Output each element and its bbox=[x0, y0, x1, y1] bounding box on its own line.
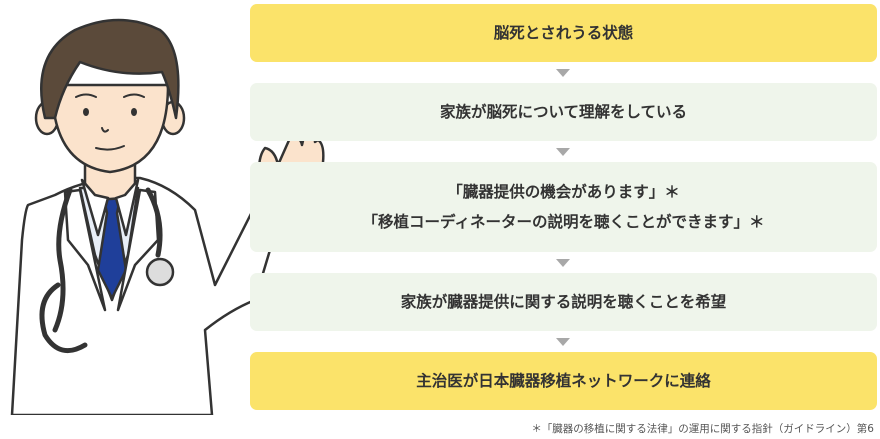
down-arrow-icon bbox=[556, 148, 570, 156]
step-4-family-requests-explanation: 家族が臓器提供に関する説明を聴くことを希望 bbox=[250, 273, 877, 331]
down-arrow-icon bbox=[556, 259, 570, 267]
step-3-notice-to-family: 「臓器提供の機会があります」＊ 「移植コーディネーターの説明を聴くことができます… bbox=[250, 162, 877, 252]
step-3-line-2: 「移植コーディネーターの説明を聴くことができます」＊ bbox=[362, 213, 765, 231]
step-5-contact-network: 主治医が日本臓器移植ネットワークに連絡 bbox=[250, 352, 877, 410]
step-1-brain-death-condition: 脳死とされうる状態 bbox=[250, 4, 877, 62]
doctor-illustration bbox=[10, 18, 325, 415]
step-4-text: 家族が臓器提供に関する説明を聴くことを希望 bbox=[400, 293, 727, 311]
down-arrow-icon bbox=[556, 338, 570, 346]
step-3-line-1: 「臓器提供の機会があります」＊ bbox=[447, 183, 680, 201]
footnote: ＊「臓器の移植に関する法律」の運用に関する指針（ガイドライン）第6 bbox=[531, 423, 874, 435]
step-2-text: 家族が脳死について理解をしている bbox=[439, 103, 688, 121]
step-1-text: 脳死とされうる状態 bbox=[493, 24, 634, 42]
step-2-family-understands: 家族が脳死について理解をしている bbox=[250, 83, 877, 141]
step-5-text: 主治医が日本臓器移植ネットワークに連絡 bbox=[416, 372, 711, 390]
down-arrow-icon bbox=[556, 69, 570, 77]
